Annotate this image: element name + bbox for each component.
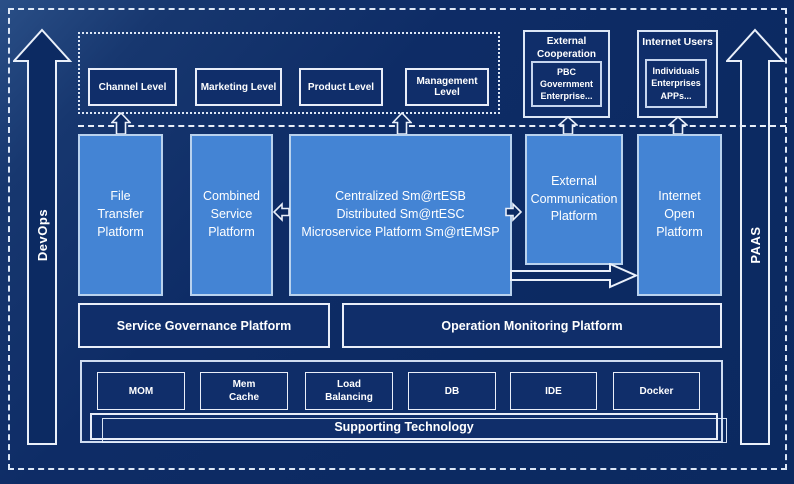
- supporting-technology-bar: Supporting Technology: [90, 413, 727, 443]
- left-arrow-icon: [273, 202, 290, 222]
- level-label: Management Level: [416, 76, 478, 98]
- supporting-technology-label: Supporting Technology: [334, 419, 474, 434]
- right-arrow-icon: [505, 202, 522, 222]
- platform-central-esb: Centralized Sm@rtESB Distributed Sm@rtES…: [289, 134, 512, 296]
- outer-dashed-border: [8, 8, 787, 470]
- tech-box-load-balancing: Load Balancing: [305, 372, 393, 410]
- tech-box-mem-cache: Mem Cache: [200, 372, 288, 410]
- level-box-marketing: Marketing Level: [195, 68, 282, 106]
- tech-label: Docker: [639, 385, 674, 397]
- flow-arrow-right-icon: [510, 263, 638, 289]
- paas-up-arrow-icon: [726, 28, 786, 445]
- internet-users-title: Internet Users: [642, 36, 713, 48]
- tech-label: Load Balancing: [325, 379, 373, 403]
- external-cooperation-title: External Cooperation: [537, 36, 596, 60]
- devops-up-arrow-icon: [13, 28, 73, 445]
- tech-box-ide: IDE: [510, 372, 597, 410]
- level-label: Marketing Level: [200, 81, 277, 93]
- platform-combined-service: Combined Service Platform: [190, 134, 273, 296]
- platform-file-transfer: File Transfer Platform: [78, 134, 163, 296]
- tech-label: MOM: [128, 385, 154, 397]
- tech-box-db: DB: [408, 372, 496, 410]
- tech-label: DB: [444, 385, 460, 397]
- level-label: Product Level: [307, 81, 375, 93]
- paas-label: PAAS: [748, 226, 763, 264]
- external-cooperation-members: PBC Government Enterprise...: [531, 61, 602, 107]
- top-dashed-divider: [78, 125, 786, 127]
- operation-monitoring-label: Operation Monitoring Platform: [441, 318, 623, 333]
- external-cooperation-box: External Cooperation PBC Government Ente…: [523, 30, 610, 118]
- level-box-product: Product Level: [299, 68, 383, 106]
- up-arrow-icon: [668, 116, 688, 135]
- internet-users-members: Individuals Enterprises APPs...: [645, 59, 707, 108]
- tech-box-mom: MOM: [97, 372, 185, 410]
- up-arrow-icon: [111, 112, 131, 135]
- service-governance-label: Service Governance Platform: [116, 318, 292, 333]
- operation-monitoring-platform-box: Operation Monitoring Platform: [342, 303, 722, 348]
- level-box-management: Management Level: [405, 68, 489, 106]
- platform-external-communication: External Communication Platform: [525, 134, 623, 265]
- internet-users-box: Internet Users Individuals Enterprises A…: [637, 30, 718, 118]
- levels-dashed-container: [78, 32, 500, 114]
- platform-internet-open: Internet Open Platform: [637, 134, 722, 296]
- service-governance-platform-box: Service Governance Platform: [78, 303, 330, 348]
- up-arrow-icon: [392, 112, 412, 135]
- up-arrow-icon: [558, 116, 578, 135]
- devops-label: DevOps: [35, 208, 50, 262]
- tech-box-docker: Docker: [613, 372, 700, 410]
- level-label: Channel Level: [98, 81, 167, 93]
- tech-label: IDE: [545, 385, 562, 397]
- level-box-channel: Channel Level: [88, 68, 177, 106]
- tech-label: Mem Cache: [228, 379, 259, 403]
